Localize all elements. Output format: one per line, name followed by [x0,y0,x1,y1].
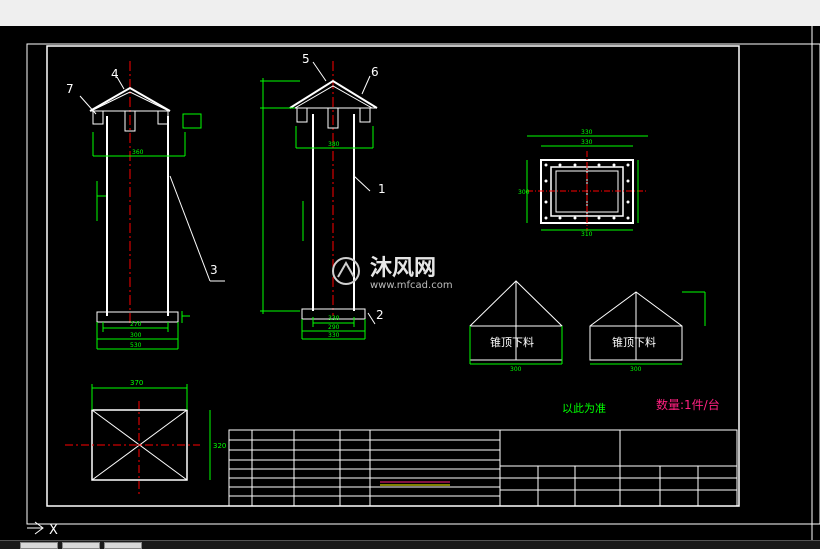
watermark-brand: 沐风网 [370,256,436,281]
ucs-axis-icon: X [27,521,58,538]
note-standard: 以此为准 [562,402,606,415]
middle-elevation-view [260,61,378,340]
dim-left-base-outer: 530 [130,342,142,349]
dim-flange-height: 300 [518,189,530,196]
title-bar [0,0,820,26]
drawing-canvas[interactable]: 7 4 5 6 1 2 3 360 270 300 530 380 330 29… [0,26,820,548]
cone-development-1 [469,280,563,365]
dim-left-top: 360 [132,149,144,156]
cone-label-1: 锥顶下料 [490,335,534,349]
callout-7: 7 [66,82,74,96]
outer-frame [26,43,820,525]
dim-cone-1: 300 [510,366,522,373]
callout-3: 3 [210,263,218,277]
left-elevation-view [79,61,225,350]
svg-text:X: X [49,523,58,538]
dim-flange-outer: 330 [581,129,593,136]
quantity-note: 数量:1件/台 [656,397,720,412]
cone-development-2 [589,291,706,365]
dim-plan-height: 320 [213,442,226,450]
callout-5: 5 [302,52,310,66]
dim-mid-base-c: 330 [328,332,340,339]
plan-view [65,384,211,496]
dim-mid-base-b: 290 [328,324,340,331]
watermark-url: www.mfcad.com [370,280,453,291]
dim-left-base-inner: 300 [130,332,142,339]
callout-2: 2 [376,308,384,322]
dim-mid-top: 380 [328,141,340,148]
dim-flange-width: 310 [581,231,593,238]
flange-view [526,135,648,231]
watermark-logo: 沐风网 www.mfcad.com [332,256,453,291]
dim-flange-inner: 330 [581,139,593,146]
cone-label-2: 锥顶下料 [612,335,656,349]
dim-mid-base-a: 330 [328,315,340,322]
dim-cone-2: 300 [630,366,642,373]
callout-6: 6 [371,65,379,79]
callout-4: 4 [111,67,119,81]
callout-1: 1 [378,182,386,196]
dim-plan-width: 370 [130,379,143,387]
title-block [228,429,738,507]
dim-left-middle: 270 [130,321,142,328]
